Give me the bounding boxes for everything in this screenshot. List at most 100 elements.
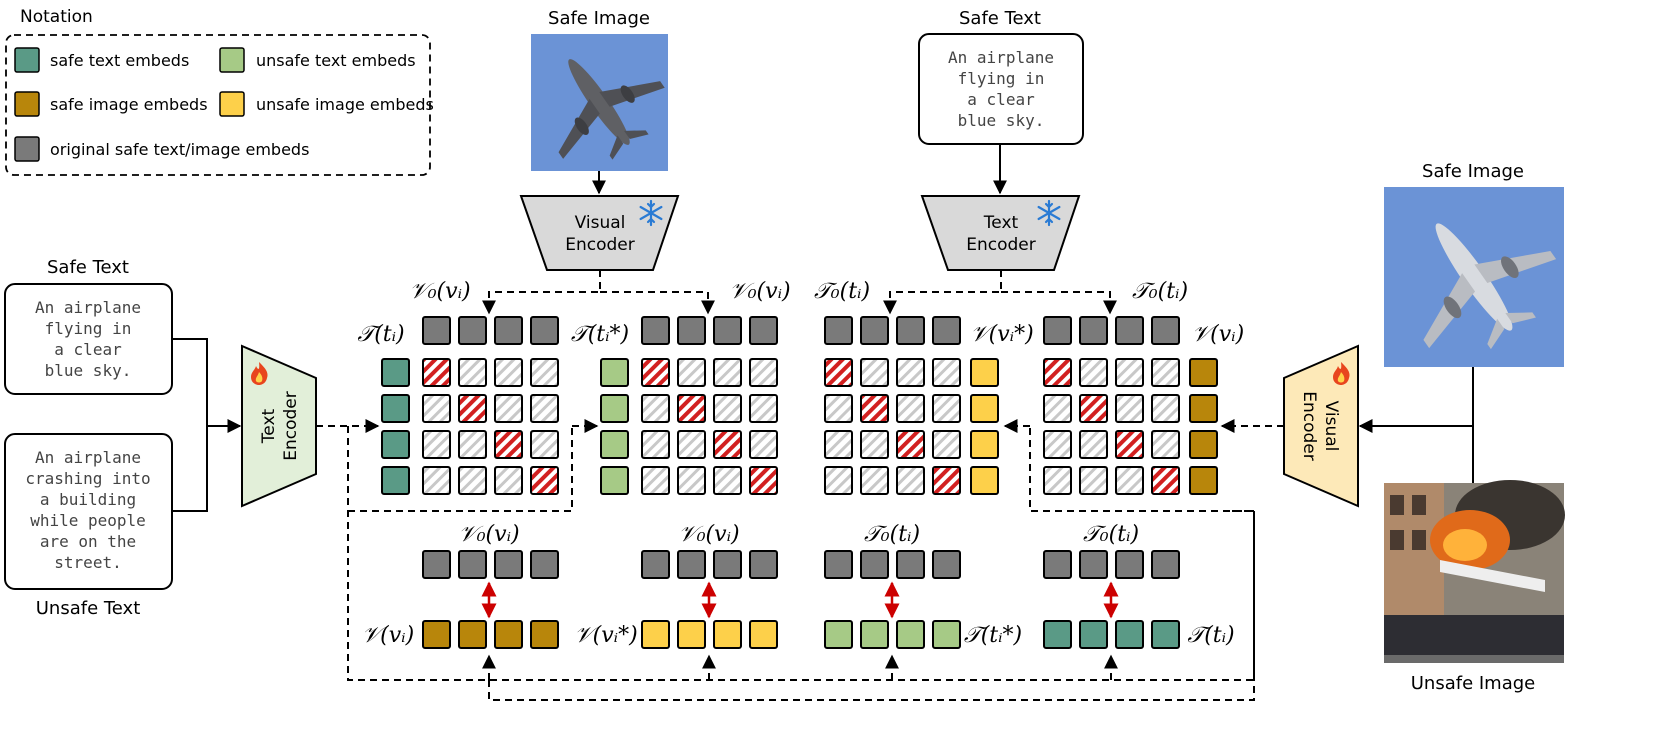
label-v-vi: 𝒱(vᵢ): [362, 623, 414, 648]
similarity-diagonal-cell: [494, 430, 523, 459]
original-embed-cell: [749, 316, 778, 345]
original-embed-cell: [1079, 550, 1108, 579]
similarity-cell: [494, 358, 523, 387]
legend-label-safe-image: safe image embeds: [50, 95, 208, 114]
embed-cell: [600, 430, 629, 459]
original-embed-cell: [713, 316, 742, 345]
original-embed-cell: [641, 550, 670, 579]
original-embed-cell: [932, 316, 961, 345]
embed-cell: [1189, 466, 1218, 495]
embed-cell: [1079, 620, 1108, 649]
similarity-diagonal-cell: [530, 466, 559, 495]
similarity-cell: [530, 394, 559, 423]
similarity-cell: [641, 394, 670, 423]
original-embed-cell: [641, 316, 670, 345]
similarity-cell: [458, 430, 487, 459]
top-safe-text-line: An airplane: [948, 48, 1054, 67]
similarity-cell: [1043, 394, 1072, 423]
fire-icon: [251, 362, 268, 385]
embed-cell: [932, 620, 961, 649]
top-safe-text-title: Safe Text: [959, 8, 1041, 29]
similarity-diagonal-cell: [896, 430, 925, 459]
left-unsafe-text-line: while people: [30, 511, 146, 530]
original-embed-cell: [1115, 316, 1144, 345]
embed-cell: [749, 620, 778, 649]
embed-cell: [381, 430, 410, 459]
similarity-diagonal-cell: [1115, 430, 1144, 459]
similarity-diagonal-cell: [1079, 394, 1108, 423]
right-encoder-label: Encoder: [1299, 391, 1319, 461]
original-embed-cell: [1043, 550, 1072, 579]
embed-cell: [1115, 620, 1144, 649]
label-t-ti-star: 𝒯(tᵢ*): [571, 322, 629, 347]
similarity-cell: [860, 430, 889, 459]
embed-cell: [970, 358, 999, 387]
similarity-cell: [1151, 358, 1180, 387]
similarity-cell: [1043, 466, 1072, 495]
similarity-cell: [749, 358, 778, 387]
similarity-cell: [824, 466, 853, 495]
similarity-cell: [713, 358, 742, 387]
top-safe-image-title: Safe Image: [548, 8, 650, 29]
original-embed-cell: [749, 550, 778, 579]
similarity-cell: [713, 466, 742, 495]
trainable-text-encoder: Text Encoder: [241, 344, 317, 508]
original-embed-cell: [1151, 316, 1180, 345]
original-embed-cell: [530, 550, 559, 579]
visual-encoder-label: Encoder: [565, 235, 635, 255]
similarity-cell: [932, 394, 961, 423]
similarity-cell: [677, 430, 706, 459]
left-unsafe-text-title: Unsafe Text: [36, 598, 141, 619]
similarity-diagonal-cell: [1043, 358, 1072, 387]
label-v-vi: 𝒱(vᵢ): [1192, 322, 1244, 347]
legend: Notation safe text embeds unsafe text em…: [5, 7, 434, 176]
embed-cell: [677, 620, 706, 649]
original-embed-cell: [824, 316, 853, 345]
similarity-cell: [824, 394, 853, 423]
embed-cell: [970, 466, 999, 495]
embed-cell: [713, 620, 742, 649]
embedding-cells: [381, 316, 1218, 649]
top-safe-image-group: Safe Image: [531, 8, 668, 171]
original-embed-cell: [1043, 316, 1072, 345]
embed-cell: [530, 620, 559, 649]
similarity-cell: [422, 430, 451, 459]
left-safe-text-line: flying in: [45, 319, 132, 338]
legend-swatch-safe-image: [14, 91, 40, 117]
legend-swatch-unsafe-image: [219, 91, 245, 117]
similarity-diagonal-cell: [860, 394, 889, 423]
similarity-cell: [824, 430, 853, 459]
right-unsafe-image: [1384, 480, 1565, 663]
original-embed-cell: [458, 316, 487, 345]
airplane-icon: [558, 59, 665, 160]
text-encoder-label: Encoder: [966, 235, 1036, 255]
legend-label-original: original safe text/image embeds: [50, 140, 309, 159]
original-embed-cell: [860, 316, 889, 345]
similarity-cell: [896, 394, 925, 423]
frozen-visual-encoder: Visual Encoder: [519, 195, 680, 271]
top-safe-text-line: flying in: [958, 69, 1045, 88]
left-encoder-label: Text: [259, 408, 279, 444]
original-embed-cell: [677, 550, 706, 579]
top-safe-text-line: blue sky.: [958, 111, 1045, 130]
left-safe-text-line: blue sky.: [45, 361, 132, 380]
original-embed-cell: [494, 316, 523, 345]
similarity-cell: [749, 430, 778, 459]
left-safe-text-line: An airplane: [35, 298, 141, 317]
similarity-diagonal-cell: [458, 394, 487, 423]
legend-title: Notation: [20, 7, 93, 27]
embed-cell: [1189, 394, 1218, 423]
label-t0-ti: 𝒯₀(tᵢ): [814, 279, 870, 304]
similarity-cell: [641, 466, 670, 495]
legend-label-unsafe-text: unsafe text embeds: [256, 51, 416, 70]
original-embed-cell: [824, 550, 853, 579]
snowflake-icon: [639, 199, 663, 227]
label-v0-vi: 𝒱₀(vᵢ): [678, 522, 739, 547]
alignment-arrows: [481, 581, 1119, 619]
right-safe-image-title: Safe Image: [1422, 161, 1524, 182]
original-embed-cell: [1151, 550, 1180, 579]
left-unsafe-text-line: a building: [40, 490, 136, 509]
original-embed-cell: [422, 316, 451, 345]
original-embed-cell: [860, 550, 889, 579]
similarity-diagonal-cell: [932, 466, 961, 495]
